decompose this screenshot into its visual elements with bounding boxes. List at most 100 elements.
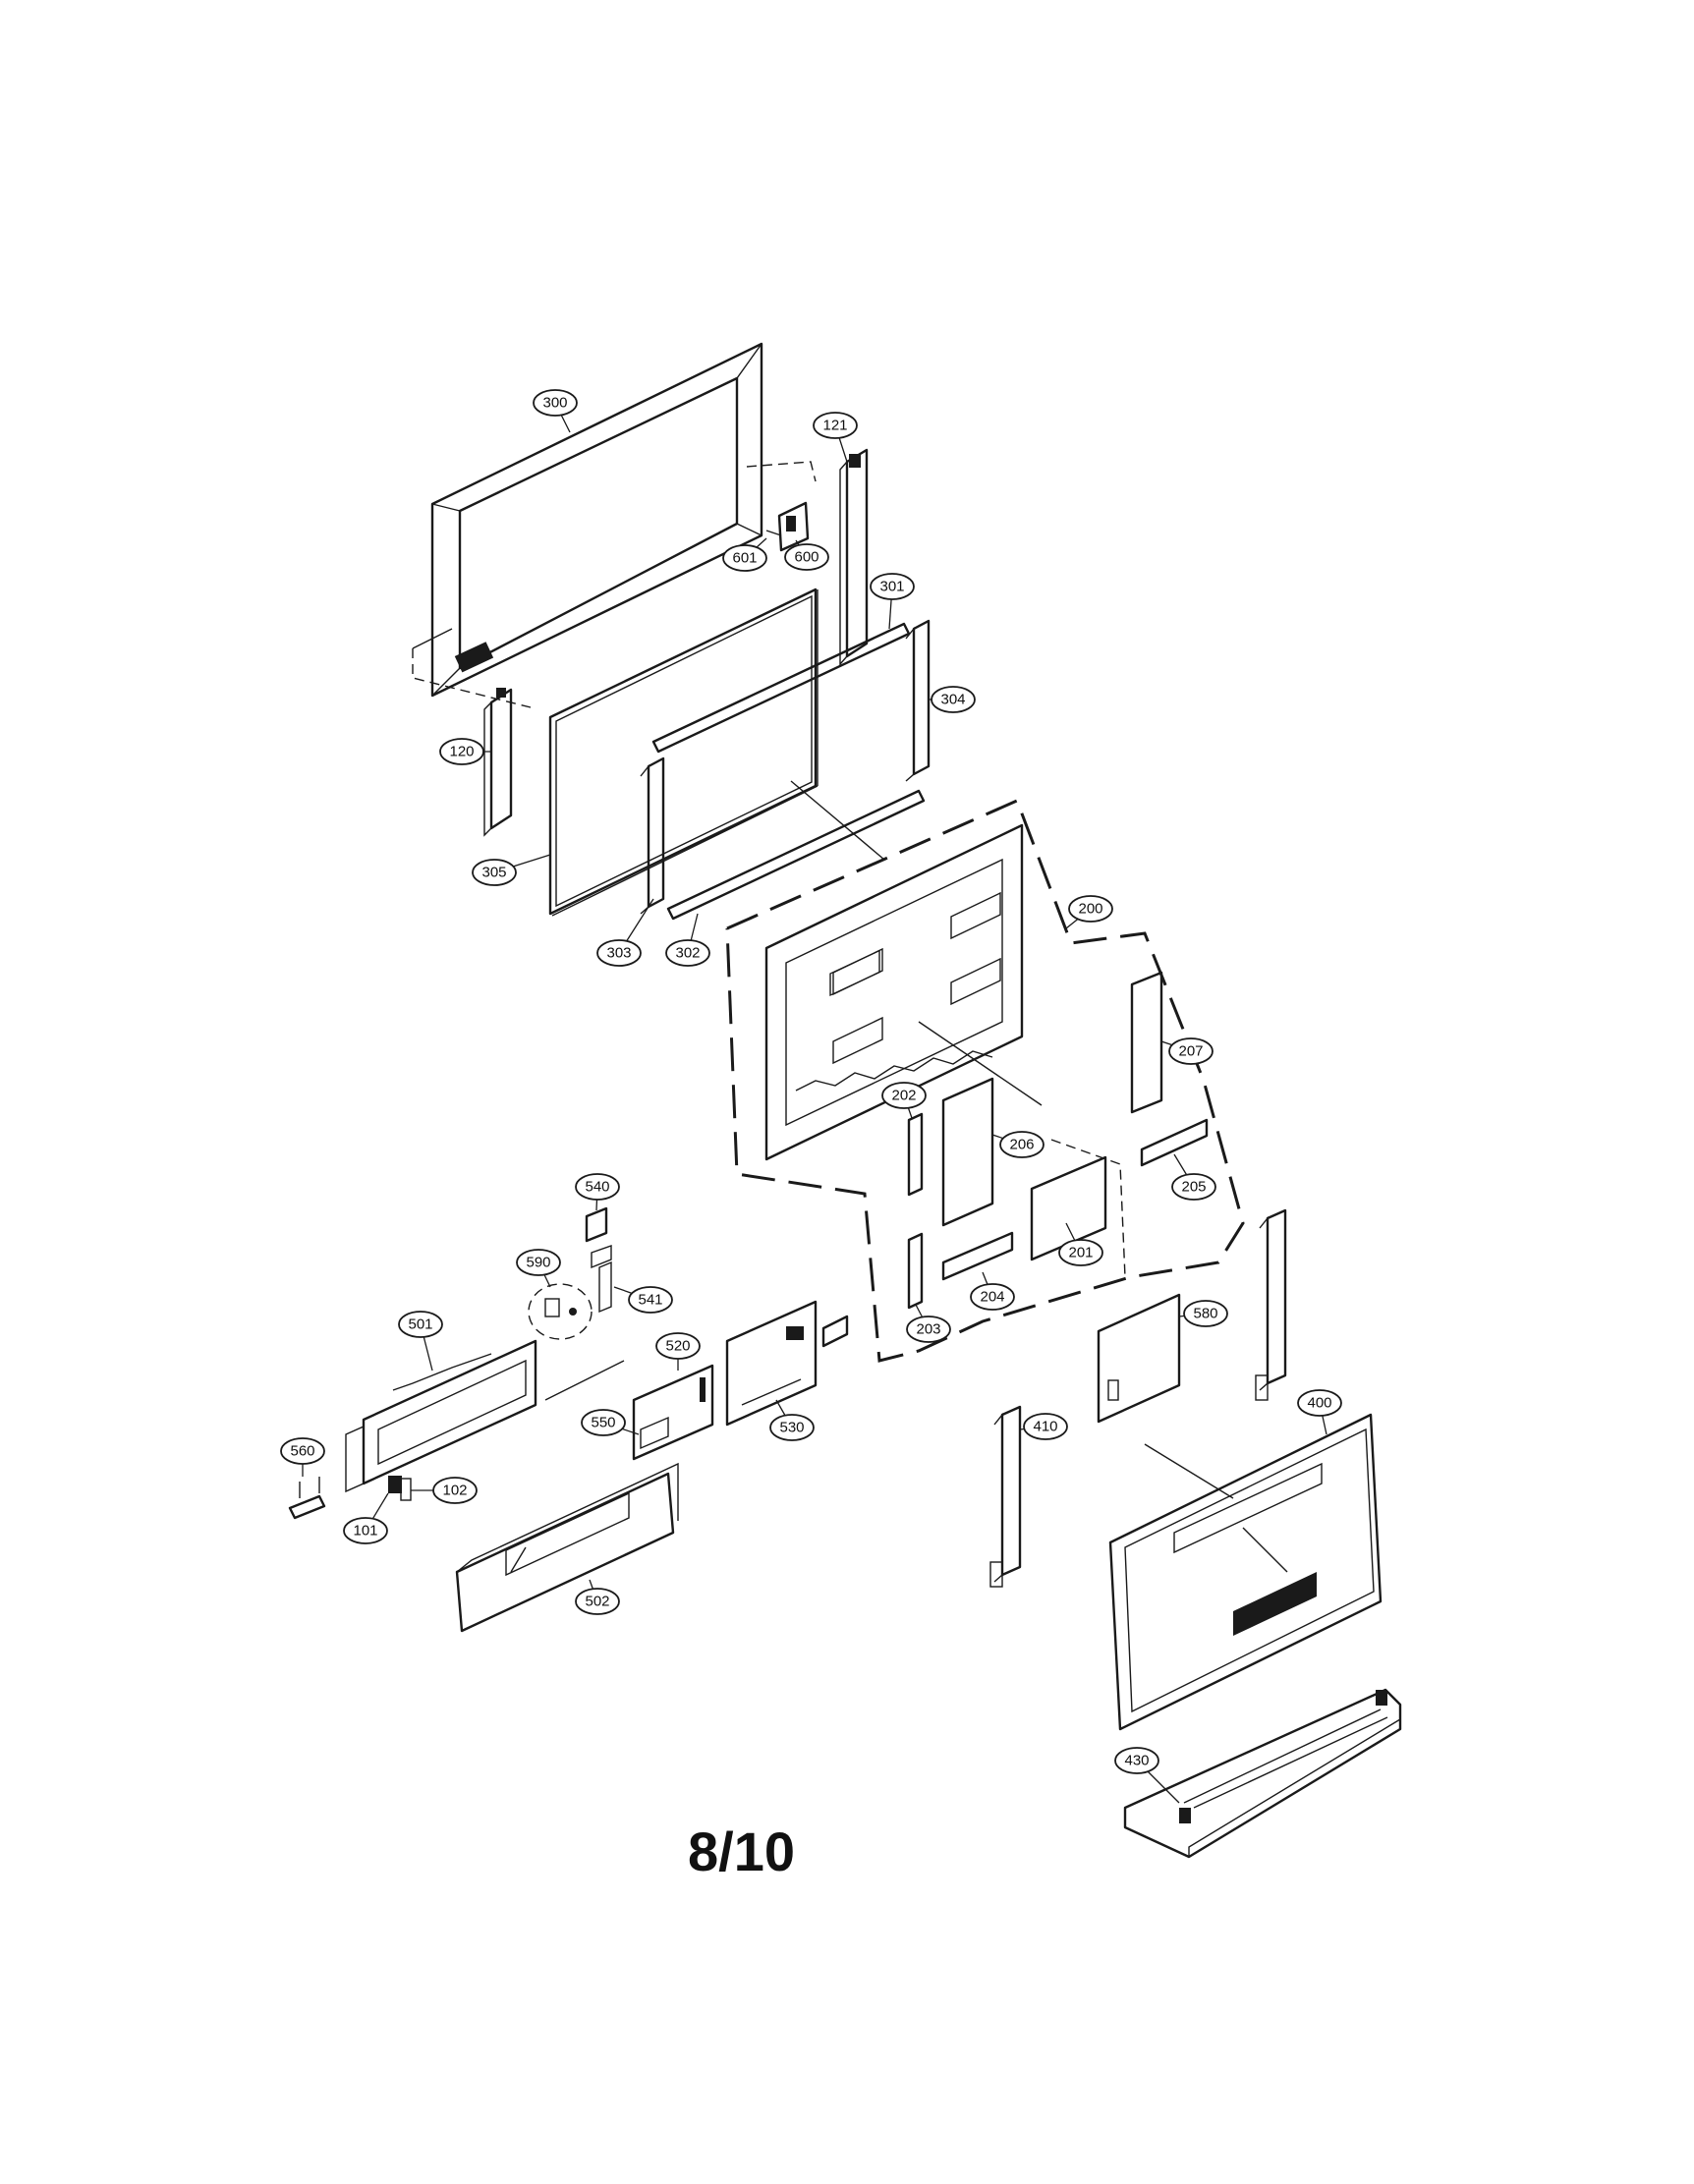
part-302-bottom-rail [666, 789, 926, 921]
part-stand-bracket-right [1255, 1208, 1287, 1401]
part-560-foot [288, 1477, 326, 1520]
part-540-small-board [585, 1206, 608, 1243]
callout-430: 430 [1114, 1747, 1180, 1804]
part-550-bracket [640, 1416, 669, 1450]
part-600-601-small-board [765, 501, 810, 552]
callout-bubble [655, 1332, 701, 1360]
part-300-front-cabinet [412, 342, 817, 708]
callout-label: 204 [980, 1289, 1004, 1306]
callout-label: 303 [606, 945, 631, 962]
callout-label: 400 [1307, 1395, 1331, 1412]
callout-550: 550 [581, 1409, 640, 1436]
callout-label: 121 [822, 418, 847, 434]
callout-label: 207 [1178, 1043, 1203, 1060]
part-430-stand-base [1123, 1688, 1402, 1859]
callout-203: 203 [906, 1304, 951, 1343]
callout-label: 520 [665, 1338, 690, 1355]
callout-bubble [1058, 1239, 1103, 1266]
callout-600: 600 [784, 539, 829, 571]
callout-label: 410 [1033, 1419, 1057, 1435]
callout-bubble [970, 1283, 1015, 1311]
callout-label: 590 [526, 1255, 550, 1271]
callout-bubble [1023, 1413, 1068, 1440]
callout-bubble [665, 939, 710, 967]
callout-502: 502 [575, 1579, 620, 1615]
part-121-bracket [839, 448, 869, 666]
callout-bubble [1068, 895, 1113, 923]
callout-label: 202 [891, 1088, 916, 1104]
callout-207: 207 [1160, 1037, 1214, 1065]
callout-label: 540 [585, 1179, 609, 1196]
callout-305: 305 [472, 854, 551, 886]
callout-label: 201 [1068, 1245, 1093, 1261]
callout-bubble [432, 1477, 478, 1504]
callout-bubble [575, 1173, 620, 1201]
callout-label: 502 [585, 1594, 609, 1610]
callout-bubble [1183, 1300, 1228, 1327]
callout-bubble [906, 1316, 951, 1343]
part-541-clip [591, 1245, 612, 1314]
group-200-outline [725, 798, 1245, 1363]
part-502-shield [455, 1462, 679, 1633]
callout-201: 201 [1058, 1222, 1103, 1266]
callout-303: 303 [596, 898, 654, 967]
callout-label: 301 [879, 579, 904, 595]
callout-label: 430 [1124, 1753, 1149, 1769]
part-580-board [1097, 1293, 1181, 1424]
callout-410: 410 [1019, 1413, 1068, 1440]
callout-bubble [1168, 1037, 1214, 1065]
part-305-panel-glass [548, 588, 819, 917]
part-205-board [1140, 1118, 1209, 1167]
part-410-stand-bracket [989, 1405, 1022, 1588]
callout-560: 560 [280, 1437, 325, 1477]
part-304-side-rail [905, 619, 931, 782]
part-207-board [1130, 971, 1163, 1114]
callout-302: 302 [665, 913, 710, 967]
callout-400: 400 [1297, 1389, 1342, 1435]
callout-540: 540 [575, 1173, 620, 1211]
callout-label: 300 [542, 395, 567, 412]
callout-121: 121 [813, 412, 858, 463]
callout-bubble [999, 1131, 1045, 1158]
callout-202: 202 [881, 1082, 927, 1119]
callout-label: 580 [1193, 1306, 1217, 1322]
part-120-bracket [483, 688, 513, 837]
part-530-board [725, 1300, 849, 1427]
callout-580: 580 [1178, 1300, 1228, 1327]
callout-label: 205 [1181, 1179, 1206, 1196]
part-202-board [907, 1112, 924, 1197]
callout-label: 550 [591, 1415, 615, 1431]
callout-301: 301 [870, 573, 915, 630]
part-200-chassis-frame [764, 823, 1043, 1161]
callout-label: 501 [408, 1316, 432, 1333]
callout-label: 560 [290, 1443, 314, 1460]
callout-204: 204 [970, 1271, 1015, 1311]
callout-bubble [1171, 1173, 1216, 1201]
callout-label: 600 [794, 549, 819, 566]
callout-501: 501 [398, 1311, 443, 1372]
callout-206: 206 [991, 1131, 1045, 1158]
callout-304: 304 [929, 686, 976, 713]
callout-101: 101 [343, 1492, 389, 1544]
callout-label: 203 [916, 1321, 940, 1338]
callout-label: 304 [940, 692, 965, 708]
part-303-side-rail [640, 756, 665, 915]
part-590-connector [528, 1283, 593, 1340]
callout-label: 120 [449, 744, 474, 760]
callout-bubble [881, 1082, 927, 1109]
callout-520: 520 [655, 1332, 701, 1371]
callout-102: 102 [411, 1477, 478, 1504]
leader-panel-to-chassis [790, 780, 885, 861]
page-number: 8/10 [688, 1820, 795, 1882]
leader-dotted-boards [1050, 1139, 1126, 1278]
callout-bubble [533, 389, 578, 417]
callout-bubble [1297, 1389, 1342, 1417]
callout-bubble [931, 686, 976, 713]
callout-bubble [439, 738, 484, 765]
callout-bubble [343, 1517, 388, 1544]
callout-bubble [596, 939, 642, 967]
callout-label: 206 [1009, 1137, 1034, 1153]
part-301-top-rail [651, 622, 911, 754]
